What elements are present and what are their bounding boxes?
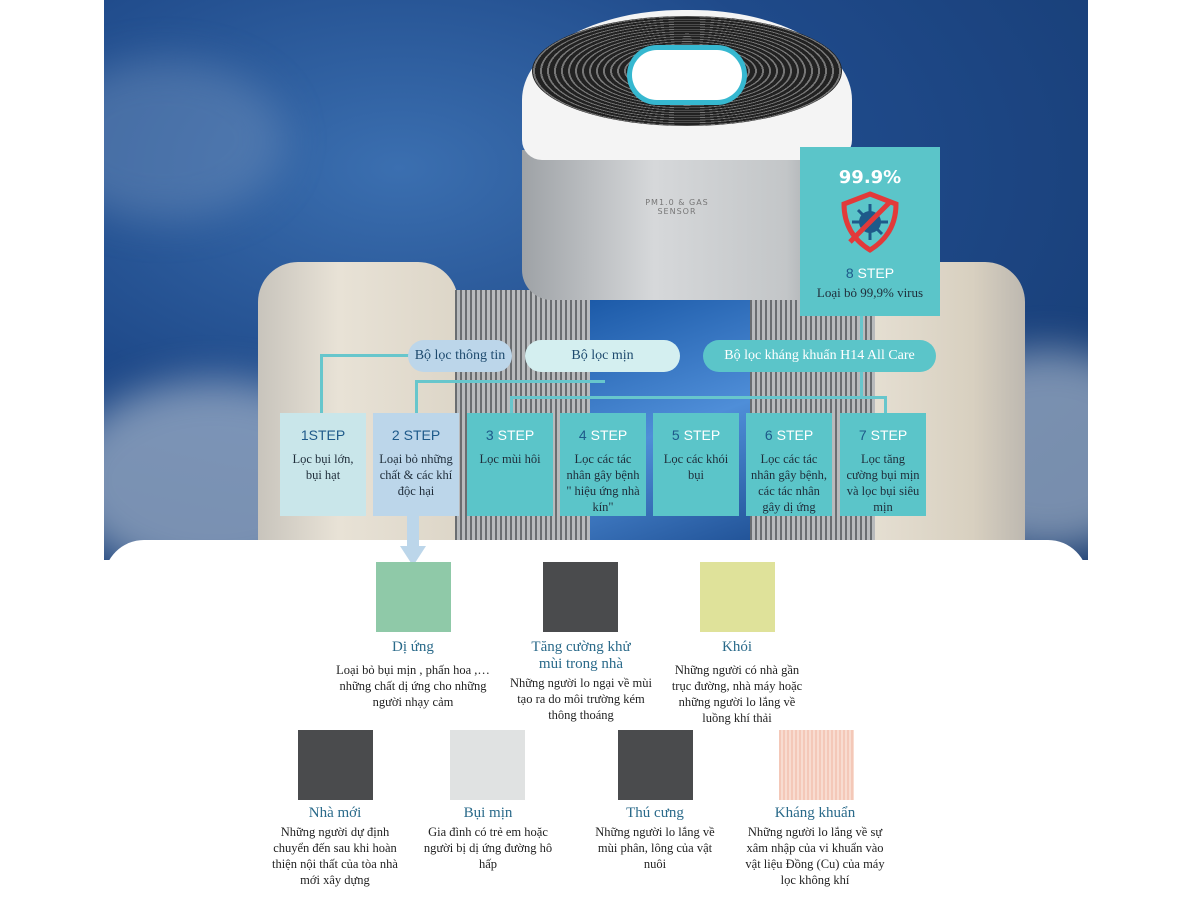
category-desc: Những người dự định chuyển đến sau khi h… — [271, 825, 398, 887]
badge-description: Loại bỏ 99,9% virus — [816, 285, 924, 300]
swatch-allergy — [376, 562, 451, 632]
step-text: Lọc các tác nhân gây bệnh " hiệu ứng nhà… — [566, 452, 640, 514]
badge-step-number: 8 — [845, 265, 854, 281]
badge-percent: 99.9% — [838, 167, 902, 188]
step-text: Lọc các khói bụi — [663, 452, 729, 482]
step-word: STEP — [590, 427, 628, 443]
category-title: Bụi mịn — [463, 805, 513, 821]
step-3: 3 STEP Lọc mùi hôi — [467, 413, 553, 516]
category-desc: Loại bỏ bụi mịn , phấn hoa ,… những chất… — [336, 663, 490, 709]
category-title: Tăng cường khử mùi trong nhà — [531, 639, 631, 672]
step-number: 1 — [300, 427, 309, 443]
step-2: 2 STEP Loại bỏ những chất & các khí độc h… — [373, 413, 459, 516]
swatch-fine-dust — [450, 730, 525, 800]
group-pill-fine: Bộ lọc mịn — [525, 340, 680, 372]
step-number: 3 — [485, 427, 494, 443]
step-word: STEP — [403, 427, 441, 443]
step-number: 2 — [391, 427, 400, 443]
virus-blocked-shield-icon — [841, 191, 899, 253]
swatch-deodorize — [543, 562, 618, 632]
step-7: 7 STEP Lọc tăng cường bụi mịn và lọc bụi … — [840, 413, 926, 516]
badge-step-word: STEP — [857, 265, 895, 281]
category-title: Thú cưng — [626, 805, 684, 821]
swatch-pet — [618, 730, 693, 800]
step-word: STEP — [683, 427, 721, 443]
category-desc: Những người lo ngại về mùi tạo ra do môi… — [509, 676, 653, 722]
device-top — [522, 10, 852, 160]
step-text: Lọc các tác nhân gây bệnh, các tác nhân … — [750, 452, 828, 514]
step-word: STEP — [308, 427, 346, 443]
step-text: Lọc mùi hôi — [479, 452, 541, 466]
category-title: Khói — [722, 639, 752, 655]
swatch-new-home — [298, 730, 373, 800]
category-desc: Những người lo lắng về mùi phân, lông củ… — [595, 825, 715, 871]
step-8-badge: 99.9% 8 STEP Loại bỏ 99,9% virus — [800, 147, 940, 316]
connector-line — [510, 396, 513, 414]
sensor-label: PM1.0 & GAS SENSOR — [645, 198, 709, 216]
connector-line — [884, 396, 887, 414]
control-panel[interactable] — [632, 50, 742, 100]
step-number: 5 — [671, 427, 680, 443]
category-desc: Gia đình có trẻ em hoặc người bị dị ứng … — [423, 825, 553, 871]
step-1: 1STEP Lọc bụi lớn, bụi hạt — [280, 413, 366, 516]
step-word: STEP — [497, 427, 535, 443]
step-word: STEP — [776, 427, 814, 443]
step-4: 4 STEP Lọc các tác nhân gây bệnh " hiệu ứ… — [560, 413, 646, 516]
step-number: 4 — [578, 427, 587, 443]
group-pill-antibacterial: Bộ lọc kháng khuẩn H14 All Care — [703, 340, 936, 372]
connector-line — [415, 380, 605, 383]
step-text: Lọc tăng cường bụi mịn và lọc bụi siêu m… — [846, 452, 920, 514]
category-title: Nhà mới — [308, 805, 362, 821]
category-title: Dị ứng — [392, 639, 434, 655]
step-text: Loại bỏ những chất & các khí độc hại — [379, 452, 453, 498]
group-pill-basic: Bộ lọc thông tin — [408, 340, 512, 372]
connector-line — [510, 396, 886, 399]
step-number: 6 — [764, 427, 773, 443]
swatch-smoke — [700, 562, 775, 632]
connector-line — [320, 354, 323, 414]
swatch-antibacterial — [779, 730, 854, 800]
arrow-down-icon — [400, 516, 426, 566]
outer-filter-left — [258, 262, 458, 562]
step-word: STEP — [870, 427, 908, 443]
category-desc: Những người có nhà gần trục đường, nhà m… — [671, 663, 803, 725]
step-5: 5 STEP Lọc các khói bụi — [653, 413, 739, 516]
category-desc: Những người lo lắng về sự xâm nhập của v… — [745, 825, 885, 887]
step-text: Lọc bụi lớn, bụi hạt — [292, 452, 354, 482]
category-title: Kháng khuẩn — [774, 805, 856, 821]
step-6: 6 STEP Lọc các tác nhân gây bệnh, các tác… — [746, 413, 832, 516]
device-body — [522, 150, 852, 300]
connector-line — [320, 354, 410, 357]
step-number: 7 — [858, 427, 867, 443]
connector-line — [415, 380, 418, 414]
